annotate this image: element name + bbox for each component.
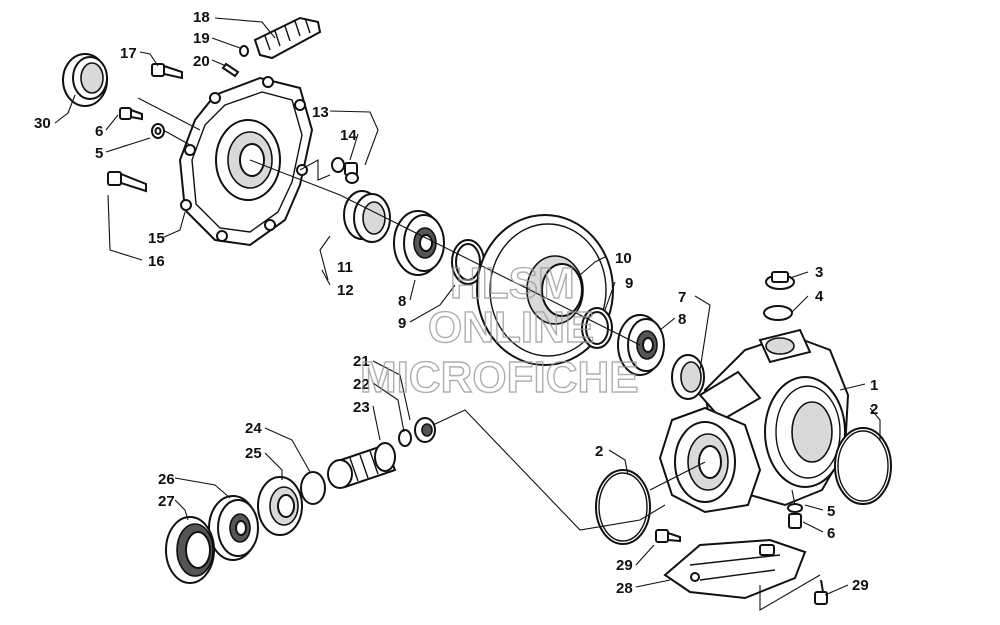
callout-26: 26: [158, 471, 175, 488]
watermark-line-1: HLSM: [450, 259, 575, 308]
part-21-bearing: [414, 417, 436, 443]
callout-12: 12: [337, 282, 354, 299]
part-4-oring: [763, 305, 793, 321]
housing-flange: [658, 406, 762, 514]
part-29-bolt-upper: [655, 529, 681, 543]
callout-20: 20: [193, 53, 210, 70]
callout-14: 14: [340, 127, 357, 144]
callout-23: 23: [353, 399, 370, 416]
callout-6-right: 6: [827, 525, 835, 542]
callout-2-left: 2: [595, 443, 603, 460]
part-10-ring-gear: [476, 214, 614, 366]
callout-25: 25: [245, 445, 262, 462]
callout-22: 22: [353, 376, 370, 393]
callout-29-lower: 29: [852, 577, 869, 594]
callout-leaders: [54, 17, 881, 596]
part-7-seal: [671, 354, 705, 400]
housing-cover: [178, 76, 314, 247]
washer-5-left: [151, 123, 165, 139]
part-6-plug-right: [788, 513, 802, 529]
callout-17: 17: [120, 45, 137, 62]
callout-28: 28: [616, 580, 633, 597]
callout-7: 7: [678, 289, 686, 306]
part-5-washer-right: [787, 503, 803, 513]
part-27-collar: [165, 516, 215, 584]
callout-18: 18: [193, 9, 210, 26]
callout-19: 19: [193, 30, 210, 47]
part-30-cap: [62, 53, 108, 107]
watermark-line-2: ONLINE: [428, 303, 594, 352]
callout-15: 15: [148, 230, 165, 247]
part-22-ring: [398, 429, 412, 447]
callout-2-right: 2: [870, 401, 878, 418]
part-3-cap: [765, 271, 795, 290]
callout-6-left: 6: [95, 123, 103, 140]
bolt-15: [107, 171, 147, 193]
callout-3: 3: [815, 264, 823, 281]
callout-9-left: 9: [398, 315, 406, 332]
part-13-14-plug: [331, 157, 359, 184]
bolt-17: [151, 63, 183, 80]
part-20-pin: [221, 62, 240, 78]
callout-24: 24: [245, 420, 262, 437]
part-9-ring-right: [581, 307, 613, 349]
part-28-skid-plate: [663, 538, 807, 600]
watermark-line-3: MICROFICHE: [360, 353, 639, 402]
callout-16: 16: [148, 253, 165, 270]
part-18-boot: [253, 16, 322, 60]
watermark: HLSM ONLINE MICROFICHE: [359, 258, 639, 402]
callout-4: 4: [815, 288, 824, 305]
callout-10: 10: [615, 250, 632, 267]
callout-9-right: 9: [625, 275, 633, 292]
callout-5-right: 5: [827, 503, 835, 520]
part-26-bearing: [208, 495, 259, 561]
part-2-oring-left: [595, 469, 651, 545]
callout-13: 13: [312, 104, 329, 121]
part-23-pinion: [327, 442, 397, 489]
callout-30: 30: [34, 115, 51, 132]
part-2-oring-right: [834, 427, 892, 505]
part-29-bolt-lower: [814, 579, 828, 605]
callout-1: 1: [870, 377, 878, 394]
callout-5-left: 5: [95, 145, 103, 162]
callout-labels: 18 19 20 17 30 6 5 15 16 13 14 11 12 8 9…: [34, 9, 878, 597]
part-1-main-housing: [698, 328, 850, 507]
callout-11: 11: [337, 259, 353, 276]
bolt-6-left: [119, 107, 143, 121]
assembly-lines: [137, 97, 821, 611]
part-9-ring-left: [451, 239, 485, 285]
part-19-oring: [239, 45, 249, 57]
callout-8-right: 8: [678, 311, 686, 328]
callout-27: 27: [158, 493, 175, 510]
part-25-seal: [257, 476, 303, 536]
callout-29-upper: 29: [616, 557, 633, 574]
part-24-oring: [300, 471, 326, 505]
callout-8-left: 8: [398, 293, 406, 310]
callout-21: 21: [353, 353, 370, 370]
